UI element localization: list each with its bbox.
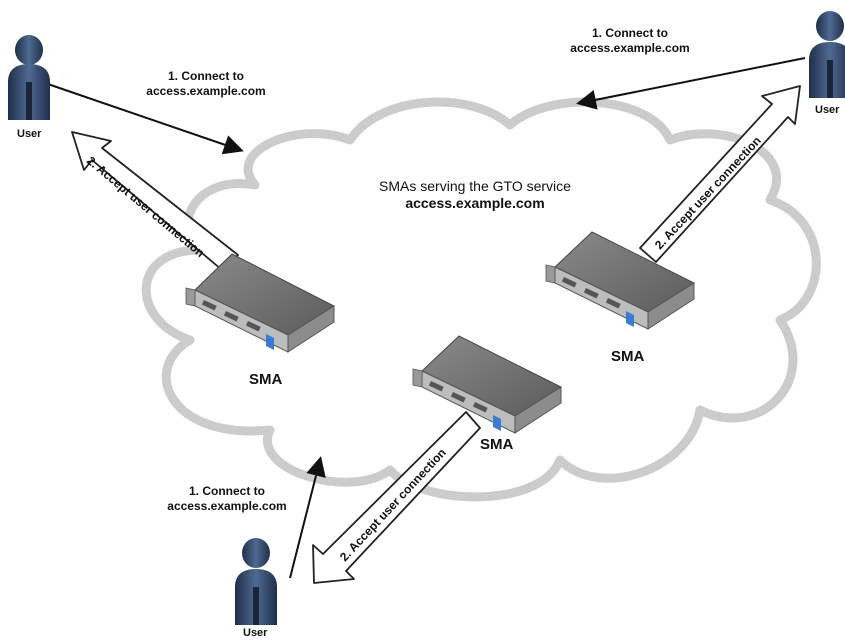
connect-label-top-right: 1. Connect to access.example.com (560, 26, 700, 56)
cloud-shape (141, 97, 821, 502)
cloud-caption-line2: access.example.com (405, 195, 545, 211)
sma-label-left: SMA (249, 371, 283, 388)
accept-arrow-right (639, 85, 801, 263)
cloud-caption-line1: SMAs serving the GTO service (379, 178, 571, 194)
accept-arrow-left (71, 131, 239, 271)
connect-label-top-right-line1: 1. Connect to (591, 26, 668, 40)
user-icon-top-right (809, 11, 845, 98)
user-label-top-left: User (17, 128, 42, 140)
cloud-caption: SMAs serving the GTO service access.exam… (360, 178, 590, 212)
user-label-bottom: User (243, 627, 268, 639)
sma-appliance-center (412, 335, 563, 434)
connect-label-bottom: 1. Connect to access.example.com (157, 484, 297, 514)
connect-arrow-top-right (576, 57, 806, 110)
accept-arrow-bottom (312, 411, 481, 584)
connect-arrow-top-left (41, 81, 244, 155)
user-label-top-right: User (815, 104, 840, 116)
user-icon-top-left (8, 35, 50, 120)
user-icon-bottom (235, 538, 277, 625)
sma-appliance-left (185, 253, 336, 353)
sma-appliance-right (545, 231, 696, 330)
connect-label-bottom-line2: access.example.com (167, 499, 287, 513)
connect-label-top-left-line2: access.example.com (146, 84, 266, 98)
connect-label-top-left: 1. Connect to access.example.com (136, 69, 276, 99)
connect-label-top-left-line1: 1. Connect to (167, 69, 244, 83)
sma-label-center: SMA (480, 436, 514, 453)
connect-arrow-bottom (289, 456, 326, 579)
sma-label-right: SMA (611, 348, 645, 365)
connect-label-top-right-line2: access.example.com (570, 41, 690, 55)
connect-label-bottom-line1: 1. Connect to (188, 484, 265, 498)
